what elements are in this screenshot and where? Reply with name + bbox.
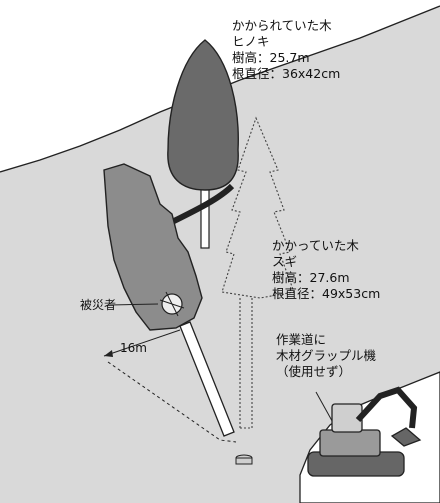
victim-label: 被災者 bbox=[80, 298, 117, 312]
sugi-original-position bbox=[221, 116, 295, 429]
sugi-height: 樹高：27.6m bbox=[272, 270, 350, 285]
hinoki-height: 樹高：25.7m bbox=[232, 50, 310, 65]
grapple-excavator bbox=[307, 386, 422, 477]
victim-figure bbox=[159, 291, 185, 317]
sugi-species: スギ bbox=[272, 254, 298, 269]
machine-label: 作業道に 木材グラップル機 （使用せず） bbox=[276, 332, 376, 380]
sugi-label: かかっていた木 スギ 樹高：27.6m 根直径：49x53cm bbox=[272, 238, 380, 302]
distance-label: 16m bbox=[120, 341, 147, 355]
machine-line-1: 作業道に bbox=[276, 332, 327, 347]
hinoki-root-diameter: 根直径：36x42cm bbox=[232, 66, 341, 81]
sugi-stump bbox=[235, 454, 253, 465]
machine-line-2: 木材グラップル機 bbox=[276, 348, 377, 363]
sugi-root-diameter: 根直径：49x53cm bbox=[272, 286, 381, 301]
distance-arrow-line bbox=[103, 329, 181, 357]
hinoki-crown bbox=[167, 39, 239, 191]
fallen-sugi-crown bbox=[103, 163, 203, 331]
hinoki-label: かかられていた木 ヒノキ 樹高：25.7m 根直径：36x42cm bbox=[232, 18, 340, 82]
hinoki-title: かかられていた木 bbox=[232, 18, 332, 33]
sugi-title: かかっていた木 bbox=[272, 238, 359, 253]
machine-line-3: （使用せず） bbox=[276, 364, 352, 379]
fallen-sugi-trunk bbox=[179, 321, 235, 437]
victim-leader-line bbox=[109, 303, 159, 306]
hinoki-species: ヒノキ bbox=[232, 34, 270, 49]
hillside bbox=[0, 6, 440, 503]
